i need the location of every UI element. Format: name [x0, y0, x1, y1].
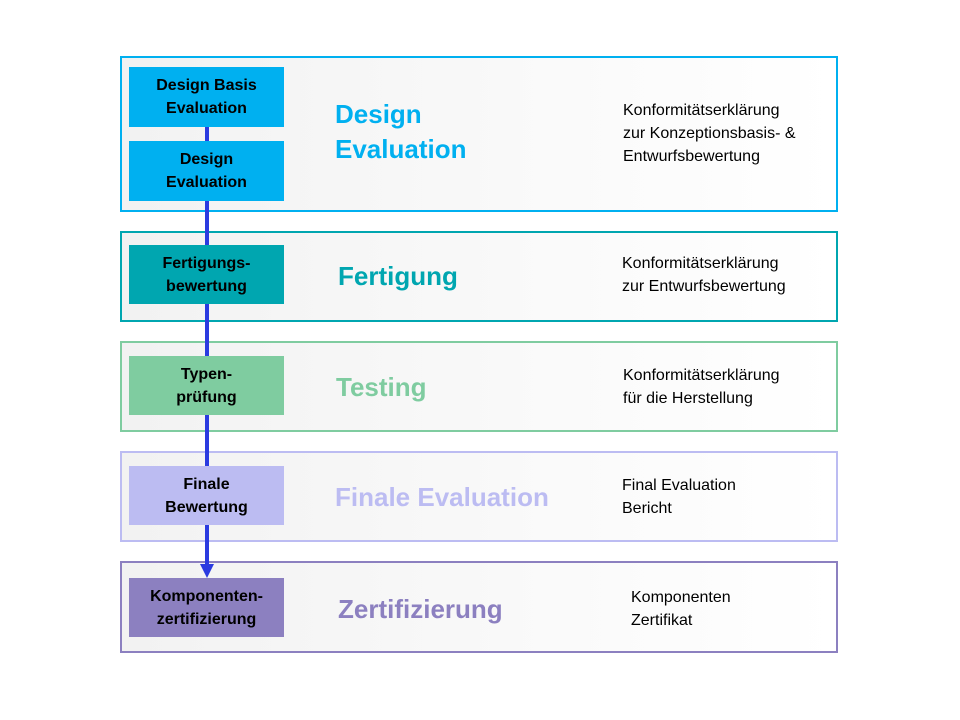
stage-description-design-evaluation: Konformitätserklärung zur Konzeptionsbas…	[623, 102, 796, 165]
step-finale-bewertung: Finale Bewertung	[129, 466, 284, 525]
process-connector-line	[205, 127, 209, 567]
stage-title-fertigung: Fertigung	[338, 261, 458, 291]
stage-description-testing: Konformitätserklärung für die Herstellun…	[623, 367, 780, 407]
step-design-evaluation: Design Evaluation	[129, 141, 284, 201]
stage-title-testing: Testing	[336, 372, 427, 402]
step-fertigungsbewertung: Fertigungs- bewertung	[129, 245, 284, 304]
stage-title-zertifizierung: Zertifizierung	[338, 594, 503, 624]
stage-description-finale-evaluation: Final Evaluation Bericht	[622, 477, 736, 517]
step-komponentenzertifizierung: Komponenten- zertifizierung	[129, 578, 284, 637]
step-typenpruefung: Typen- prüfung	[129, 356, 284, 415]
stage-description-fertigung: Konformitätserklärung zur Entwurfsbewert…	[622, 255, 786, 295]
stage-title-finale-evaluation: Finale Evaluation	[335, 482, 549, 512]
step-design-basis-evaluation: Design Basis Evaluation	[129, 67, 284, 127]
process-arrowhead-icon	[200, 564, 214, 578]
stage-title-design-evaluation: Design Evaluation	[335, 99, 467, 164]
stage-description-zertifizierung: Komponenten Zertifikat	[631, 589, 731, 629]
